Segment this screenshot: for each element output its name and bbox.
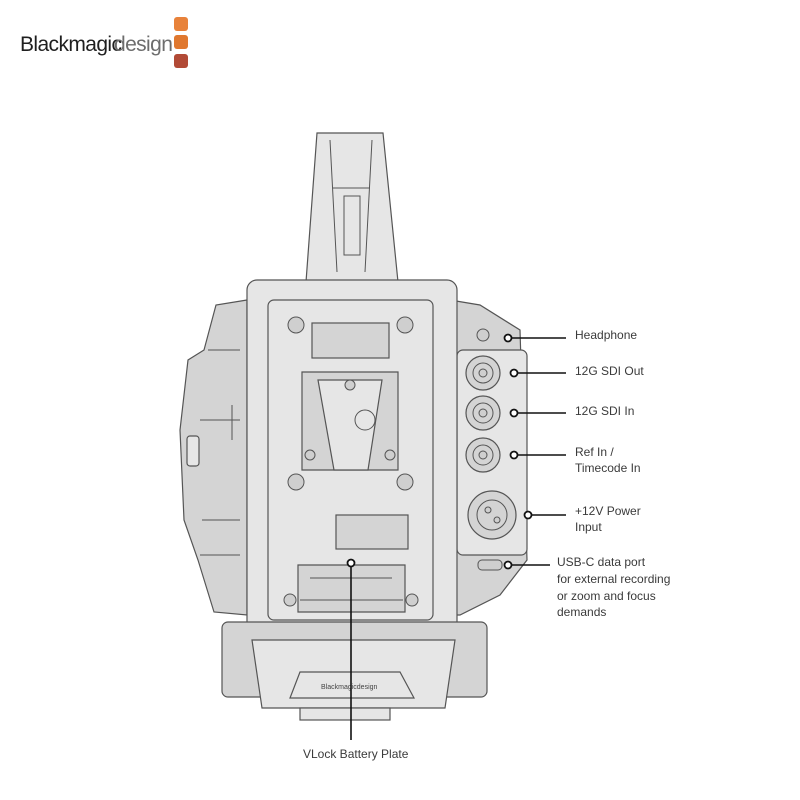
screw-v-right	[384, 449, 396, 461]
base-tab	[299, 707, 391, 721]
label-headphone: Headphone	[575, 328, 637, 342]
top-handle	[305, 132, 399, 283]
brand-plate-text: Blackmagicdesign	[321, 684, 378, 691]
dot-headphone	[503, 333, 513, 343]
camera-illustration: Blackmagicdesign	[179, 132, 528, 721]
v-mount-wedge	[317, 379, 383, 471]
label-sdi-in: 12G SDI In	[575, 404, 634, 418]
label-usbc-line4: demands	[557, 605, 606, 619]
label-usbc-line2: for external recording	[557, 572, 670, 586]
v-mount-latch	[354, 409, 376, 431]
dot-sdi-in	[509, 408, 519, 418]
bnc-ref-in-drawing	[465, 437, 501, 473]
dot-vlock	[346, 558, 356, 568]
dot-sdi-out	[509, 368, 519, 378]
screw-top-right	[396, 316, 414, 334]
brand-logo: Blackmagic design	[20, 17, 188, 68]
screw-top-left	[287, 316, 305, 334]
label-vlock: VLock Battery Plate	[303, 747, 409, 761]
left-side-body	[179, 299, 248, 616]
label-ref-in-line2: Timecode In	[575, 461, 641, 475]
label-ref-in-line1: Ref In /	[575, 445, 614, 459]
label-usbc-line3: or zoom and focus	[557, 589, 656, 603]
bnc-sdi-in-drawing	[465, 395, 501, 431]
plate-lower-label-recess	[335, 514, 409, 550]
label-sdi-out: 12G SDI Out	[575, 364, 644, 378]
screw-v-left	[304, 449, 316, 461]
screw-mid-left	[287, 473, 305, 491]
screw-bottom-left	[283, 593, 297, 607]
plate-top-label-recess	[311, 322, 390, 359]
left-side-details	[200, 349, 240, 556]
headphone-jack-drawing	[476, 328, 490, 342]
brand-square-bottom	[174, 54, 188, 68]
callout-leaders	[346, 333, 566, 740]
label-usbc-line1: USB-C data port	[557, 555, 646, 569]
dot-power	[523, 510, 533, 520]
screw-mid-right	[396, 473, 414, 491]
callout-labels: Headphone 12G SDI Out 12G SDI In Ref In …	[303, 328, 670, 761]
brand-square-top	[174, 17, 188, 31]
brand-plate	[289, 671, 416, 699]
brand-square-middle	[174, 35, 188, 49]
left-grip-button	[186, 435, 200, 467]
brand-name-light: design	[114, 33, 172, 56]
brand-name-bold: Blackmagic	[20, 33, 121, 56]
xlr-power-drawing	[467, 490, 517, 540]
bnc-sdi-out-drawing	[465, 355, 501, 391]
dot-usbc	[503, 560, 513, 570]
usb-c-port-drawing	[477, 559, 503, 571]
handle-inner	[329, 139, 373, 273]
screw-bottom-right	[405, 593, 419, 607]
label-power-line1: +12V Power	[575, 504, 641, 518]
v-mount-screw	[344, 379, 356, 391]
dot-ref-in	[509, 450, 519, 460]
label-power-line2: Input	[575, 520, 602, 534]
